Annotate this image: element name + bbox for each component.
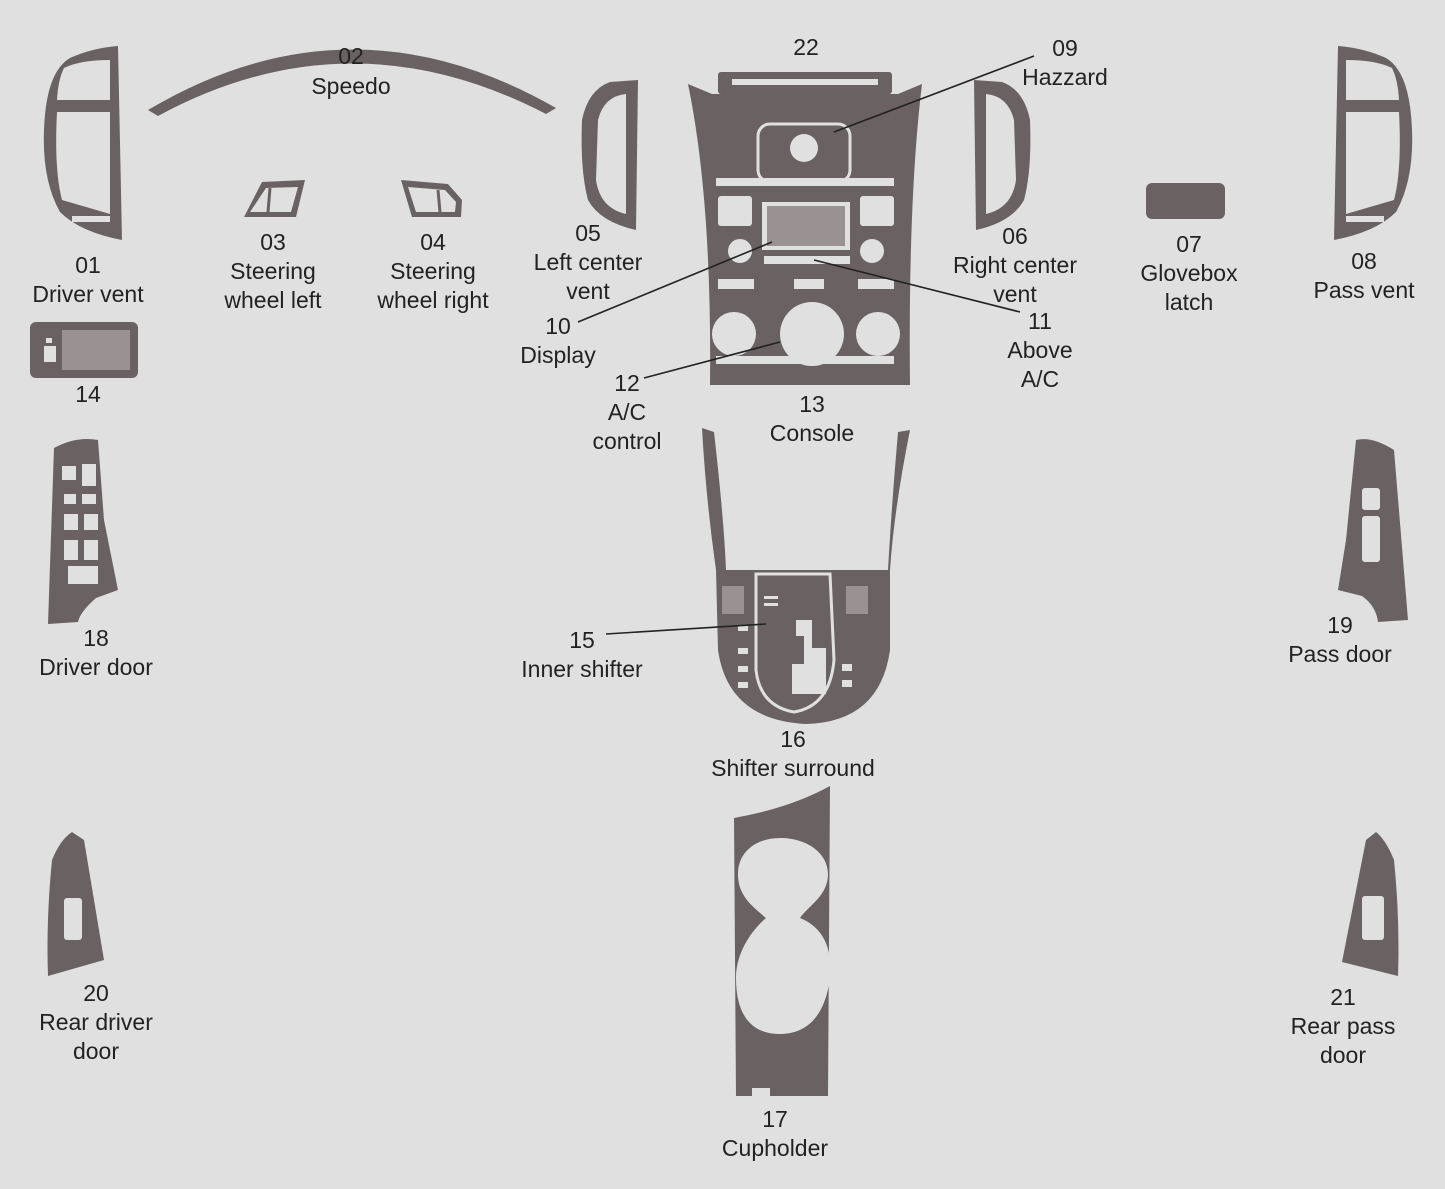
part-22-top-strip-shape xyxy=(718,72,892,94)
part-label-03: 03 Steering wheel left xyxy=(223,229,322,313)
part-name-line2: latch xyxy=(1165,289,1214,315)
part-label-01: 01 Driver vent xyxy=(32,252,144,307)
part-number: 09 xyxy=(1052,35,1078,61)
part-name-line2: door xyxy=(73,1038,119,1064)
part-name: Glovebox xyxy=(1140,260,1238,286)
part-label-19: 19 Pass door xyxy=(1288,612,1392,667)
part-number: 08 xyxy=(1351,248,1377,274)
part-label-17: 17 Cupholder xyxy=(722,1106,828,1161)
part-02-speedo-shape xyxy=(148,49,556,116)
leader-11 xyxy=(813,259,1021,313)
part-number: 12 xyxy=(614,370,640,396)
part-number: 11 xyxy=(1028,308,1052,334)
part-number: 04 xyxy=(420,229,446,255)
part-label-09: 09 Hazzard xyxy=(1022,35,1108,90)
part-19-pass-door-shape xyxy=(1338,439,1408,622)
part-number: 05 xyxy=(575,220,601,246)
part-17-cupholder-shape xyxy=(734,786,831,1096)
part-name: Right center xyxy=(953,252,1077,278)
part-label-12: 12 A/C control xyxy=(592,370,661,454)
part-03-steering-wheel-left-shape xyxy=(244,180,305,217)
part-name-line2: door xyxy=(1320,1042,1366,1068)
part-name: Pass door xyxy=(1288,641,1392,667)
part-14-shape xyxy=(30,322,138,378)
part-number: 19 xyxy=(1327,612,1353,638)
part-name: Rear pass xyxy=(1291,1013,1396,1039)
part-label-15: 15 Inner shifter xyxy=(521,627,643,682)
part-label-20: 20 Rear driver door xyxy=(39,980,153,1064)
part-13-console-shape xyxy=(688,84,922,385)
part-number: 16 xyxy=(780,726,806,752)
part-08-pass-vent-shape xyxy=(1334,46,1413,240)
part-name: Steering xyxy=(390,258,476,284)
part-name-line2: control xyxy=(592,428,661,454)
part-number: 01 xyxy=(75,252,101,278)
part-name-line2: wheel right xyxy=(376,287,489,313)
part-03-divider xyxy=(266,187,272,213)
part-label-08: 08 Pass vent xyxy=(1314,248,1416,303)
part-label-05: 05 Left center vent xyxy=(534,220,643,304)
part-label-21: 21 Rear pass door xyxy=(1291,984,1396,1068)
part-06-right-center-vent-shape xyxy=(974,80,1031,230)
part-number: 10 xyxy=(545,313,571,339)
part-name: Left center xyxy=(534,249,643,275)
part-label-14: 14 xyxy=(75,381,101,407)
part-20-rear-driver-door-shape xyxy=(47,832,104,976)
part-number: 13 xyxy=(799,391,825,417)
part-name-line2: wheel left xyxy=(223,287,322,313)
part-label-10: 10 Display xyxy=(520,313,596,368)
leader-10 xyxy=(577,241,773,323)
part-label-13: 13 Console xyxy=(770,391,854,446)
part-label-07: 07 Glovebox latch xyxy=(1140,231,1238,315)
part-number: 22 xyxy=(793,34,819,60)
part-05-left-center-vent-shape xyxy=(581,80,638,230)
part-04-steering-wheel-right-shape xyxy=(401,180,462,217)
part-label-11: 11 Above A/C xyxy=(1007,308,1072,392)
part-number: 14 xyxy=(75,381,101,407)
leader-09 xyxy=(833,55,1035,133)
part-name-line2: vent xyxy=(993,281,1037,307)
part-number: 15 xyxy=(569,627,595,653)
part-number: 17 xyxy=(762,1106,788,1132)
part-number: 07 xyxy=(1176,231,1202,257)
part-01-driver-vent-shape xyxy=(43,46,122,240)
leader-12 xyxy=(643,341,781,379)
part-label-02: 02 Speedo xyxy=(311,43,390,99)
leader-15 xyxy=(605,623,767,635)
part-name: A/C xyxy=(608,399,646,425)
part-number: 02 xyxy=(338,43,364,69)
part-name: Above xyxy=(1007,337,1072,363)
part-number: 03 xyxy=(260,229,286,255)
part-name: Driver door xyxy=(39,654,153,680)
part-number: 06 xyxy=(1002,223,1028,249)
part-name: Pass vent xyxy=(1314,277,1416,303)
part-name: Shifter surround xyxy=(711,755,875,781)
part-name: Hazzard xyxy=(1022,64,1108,90)
part-number: 20 xyxy=(83,980,109,1006)
part-number: 21 xyxy=(1330,984,1356,1010)
part-name: Display xyxy=(520,342,596,368)
part-label-16: 16 Shifter surround xyxy=(711,726,875,781)
part-16-shifter-surround-shape xyxy=(702,428,910,724)
part-name: Inner shifter xyxy=(521,656,643,682)
part-name: Steering xyxy=(230,258,316,284)
part-name-line2: A/C xyxy=(1021,366,1059,392)
part-name: Console xyxy=(770,420,854,446)
part-name-line2: vent xyxy=(566,278,610,304)
part-07-glovebox-latch-shape xyxy=(1146,183,1225,219)
part-04-divider xyxy=(436,189,442,213)
part-number: 18 xyxy=(83,625,109,651)
part-name: Rear driver xyxy=(39,1009,153,1035)
part-label-22: 22 xyxy=(793,34,819,60)
part-label-04: 04 Steering wheel right xyxy=(376,229,489,313)
part-21-rear-pass-door-shape xyxy=(1342,832,1399,976)
part-name: Driver vent xyxy=(32,281,144,307)
part-name: Speedo xyxy=(311,73,390,99)
part-label-18: 18 Driver door xyxy=(39,625,153,680)
part-18-driver-door-shape xyxy=(48,439,118,624)
part-name: Cupholder xyxy=(722,1135,828,1161)
part-label-06: 06 Right center vent xyxy=(953,223,1077,307)
